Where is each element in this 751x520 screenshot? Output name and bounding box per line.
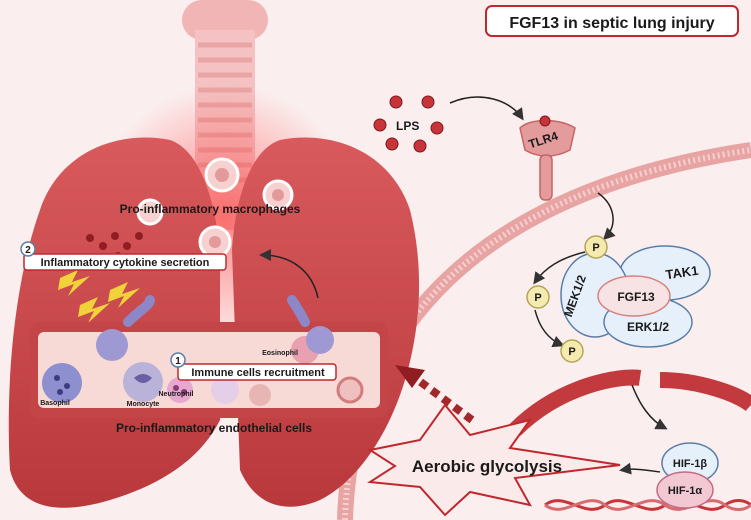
- erk-label: ERK1/2: [627, 320, 669, 334]
- step-number-1: 1: [175, 356, 181, 367]
- hif1a-protein: [656, 471, 714, 509]
- fgf13-complex: [560, 245, 711, 348]
- endothelial-label: Pro-inflammatory endothelial cells: [116, 421, 312, 435]
- macrophage: [262, 179, 294, 211]
- vessel-cell: [211, 376, 364, 406]
- vessel-cell: [96, 295, 155, 361]
- eosinophil-label: Eosinophil: [262, 350, 298, 357]
- title: FGF13 in septic lung injury: [509, 15, 714, 32]
- recruitment-label: Immune cells recruitment: [191, 367, 325, 379]
- arrow-tlr4-to-complex: [597, 192, 616, 241]
- tak1-label: TAK1: [665, 263, 700, 282]
- dashed-arrow: [395, 365, 475, 424]
- glycolysis-burst: [367, 403, 621, 517]
- neutrophil-cell: [167, 377, 193, 403]
- step-number-2: 2: [25, 245, 31, 256]
- tlr4-receptor: [519, 115, 576, 201]
- arrow-lps-to-tlr4: [449, 96, 524, 121]
- phospho-circle: [526, 285, 550, 309]
- dna-helix: [544, 499, 751, 511]
- arrow-to-cytokine: [259, 249, 319, 299]
- step-badge-1: [170, 352, 186, 368]
- nuclear-membrane: [509, 369, 751, 436]
- macrophage: [136, 198, 164, 226]
- phospho-label: P: [568, 346, 575, 358]
- arrow-phospho-2: [534, 309, 565, 348]
- monocyte-cell: [123, 362, 163, 402]
- macrophage: [198, 225, 232, 259]
- recruitment-label-box: [177, 363, 337, 381]
- vessel-cell: [287, 295, 334, 354]
- basophil-cell: [42, 363, 82, 403]
- phospho-label: P: [534, 292, 541, 304]
- phospho-circle: [584, 235, 608, 259]
- phospho-circle: [560, 339, 584, 363]
- cytokine-label-box: [23, 253, 227, 271]
- macrophage: [204, 157, 240, 193]
- neutrophil-label: Neutrophil: [159, 391, 194, 398]
- hif1a-label: HIF-1α: [668, 485, 703, 497]
- signal-bolts: [58, 270, 140, 323]
- arrow-hif-to-glycolysis: [619, 462, 661, 475]
- arrow-phospho: [533, 251, 586, 285]
- arrow-to-nucleus: [631, 384, 668, 430]
- phospho-label: P: [592, 242, 599, 254]
- hif1b-label: HIF-1β: [673, 458, 708, 470]
- glycolysis-label: Aerobic glycolysis: [412, 457, 562, 476]
- fgf13-label: FGF13: [617, 290, 655, 304]
- basophil-label: Basophil: [40, 400, 70, 407]
- monocyte-label: Monocyte: [127, 401, 160, 408]
- step-badge-2: [20, 241, 36, 257]
- lps-molecules: [373, 95, 444, 153]
- macrophages-label: Pro-inflammatory macrophages: [120, 202, 301, 216]
- lps-label: LPS: [396, 119, 419, 133]
- title-box: [485, 5, 739, 37]
- cytokine-label: Inflammatory cytokine secretion: [41, 257, 210, 269]
